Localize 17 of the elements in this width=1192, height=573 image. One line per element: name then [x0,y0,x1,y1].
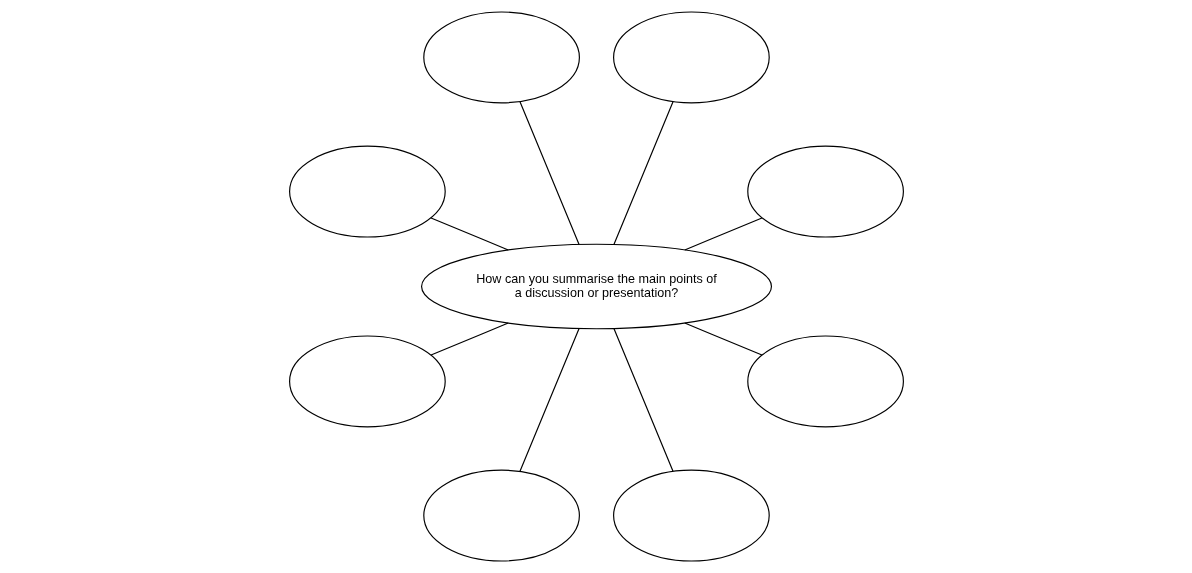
node-ellipse [422,11,580,104]
connector [612,101,674,245]
node-ellipse [746,145,904,238]
node-ellipse [612,469,770,562]
node-ellipse [288,145,446,238]
connector [683,322,762,356]
connector [518,101,580,245]
node-ellipse [746,335,904,428]
connector [612,328,674,472]
connector [683,217,762,251]
connector [430,322,509,356]
connector [430,217,509,251]
connector [518,328,580,472]
node-ellipse [288,335,446,428]
node-ellipse [612,11,770,104]
node-ellipse [422,469,580,562]
node-ellipse: How can you summarise the main points of a discussion or presentation? [420,243,772,330]
